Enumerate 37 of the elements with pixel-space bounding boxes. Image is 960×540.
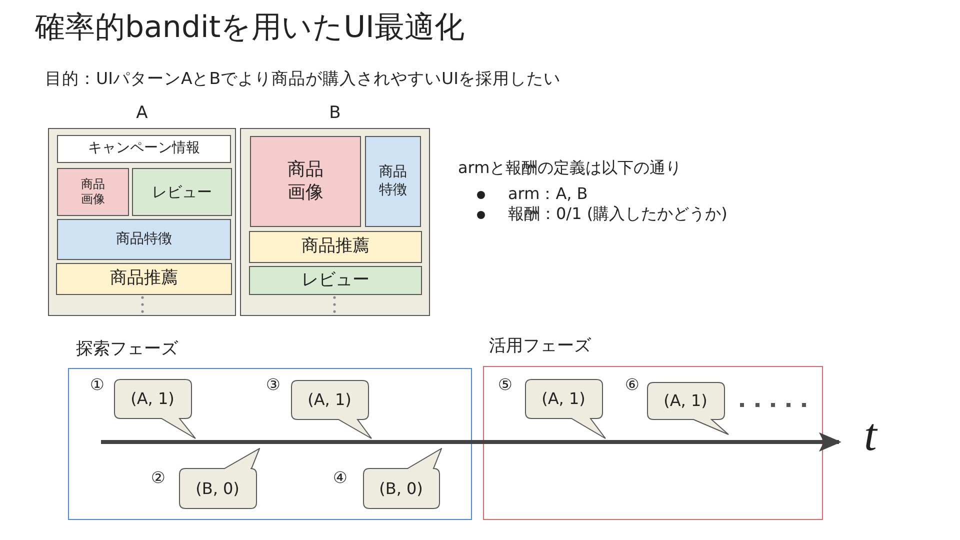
speech-bubble (114, 379, 196, 439)
layout-block: レビュー (132, 168, 232, 216)
step-number: ④ (333, 468, 348, 488)
panel-heading: A (135, 103, 149, 124)
bubble-label: (A, 1) (130, 388, 176, 410)
speech-bubble (179, 448, 260, 509)
note-text: 目的：UIパターンAとBでより商品が購入されやすいUIを採用したい (45, 69, 560, 89)
speech-bubble (647, 382, 729, 435)
bubble-label: (A, 1) (306, 389, 352, 411)
phase-heading: 探索フェーズ (76, 339, 178, 360)
bubble-label: (A, 1) (540, 388, 586, 410)
layout-block: 商品画像 (250, 136, 361, 227)
layout-block: レビュー (249, 266, 422, 295)
layout-block: 商品推薦 (56, 263, 232, 295)
speech-bubble (525, 379, 606, 439)
list-item-text: arm：A, B (508, 184, 588, 204)
step-number: ⑥ (625, 375, 640, 394)
layout-block: 商品推薦 (249, 231, 422, 263)
bubble-label: (A, 1) (662, 390, 708, 412)
panel-heading: B (328, 103, 342, 124)
layout-block: キャンペーン情報 (57, 135, 231, 163)
speech-bubble (363, 448, 442, 509)
layout-block: 商品画像 (57, 168, 129, 216)
axis-label: t (864, 412, 877, 458)
phase-heading: 活用フェーズ (489, 336, 591, 356)
layout-block: 商品特徴 (365, 136, 421, 227)
note-text: armと報酬の定義は以下の通り (458, 158, 682, 178)
bubble-label: (B, 0) (194, 478, 240, 500)
list-item-text: 報酬：0/1 (購入したかどうか) (508, 204, 728, 224)
bubble-label: (B, 0) (378, 478, 424, 500)
step-number: ⑤ (498, 375, 512, 394)
step-number: ① (90, 375, 104, 394)
layout-block: 商品特徴 (57, 219, 231, 260)
step-number: ② (151, 468, 166, 488)
slide-title: 確率的banditを用いたUI最適化 (35, 10, 464, 46)
speech-bubble (291, 380, 372, 439)
step-number: ③ (266, 375, 280, 394)
